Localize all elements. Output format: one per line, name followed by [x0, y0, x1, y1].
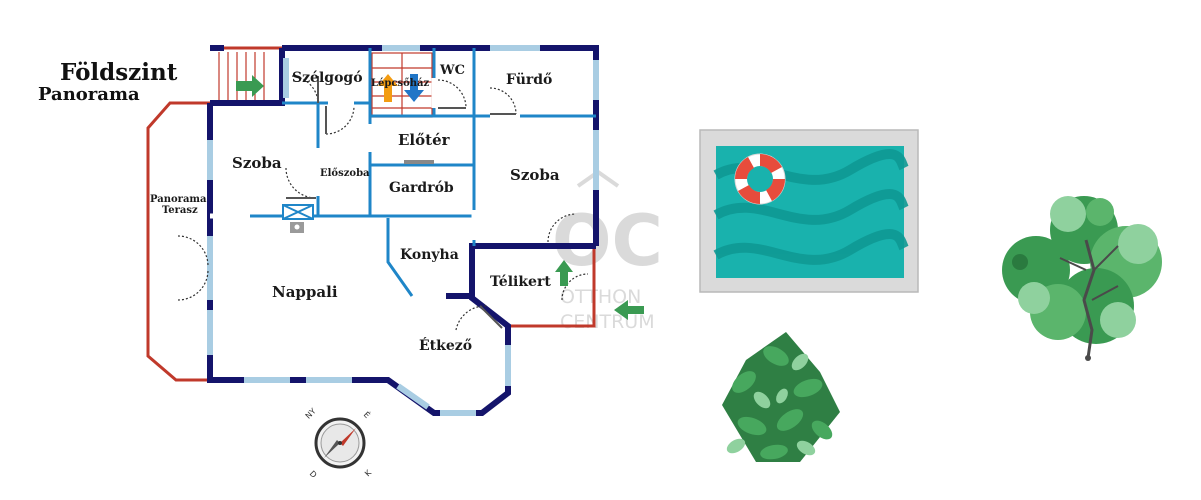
compass-ny: NY: [304, 407, 318, 421]
arrow-up-green-icon: [555, 260, 573, 286]
room-gardrob: Gardrób: [389, 180, 454, 196]
room-telikert: Télikert: [490, 274, 551, 290]
room-konyha: Konyha: [400, 247, 459, 263]
lifebuoy-icon: [734, 153, 786, 205]
tree-icon-right: [1002, 196, 1162, 361]
watermark-centrum: CENTRUM: [560, 311, 655, 333]
tree-icon: [722, 332, 840, 462]
compass-k: K: [363, 468, 374, 479]
room-wc: WC: [439, 63, 465, 78]
room-szelgogo: Szélgogó: [292, 70, 363, 86]
room-panorama: Panorama: [150, 194, 207, 205]
watermark-logo: OC OTTHON CENTRUM: [552, 169, 663, 333]
watermark-otthon: OTTHON: [560, 286, 641, 308]
compass-e: É: [362, 409, 373, 420]
room-szoba-right: Szoba: [510, 166, 560, 184]
outer-walls: [207, 45, 599, 416]
door-gaps: [210, 78, 520, 240]
room-etkezo: Étkező: [419, 336, 472, 354]
windows: [207, 45, 599, 416]
arrow-right-icon: [236, 75, 264, 97]
room-szoba-left: Szoba: [232, 154, 282, 172]
doors: [177, 75, 589, 331]
entry-stairs: [218, 52, 265, 100]
room-eloter: Előtér: [398, 131, 451, 149]
pool-icon: [699, 129, 919, 293]
room-lepcsohaz: Lépcsőház: [371, 78, 430, 89]
watermark-oc: OC: [552, 200, 663, 282]
room-furdo: Fürdő: [506, 72, 552, 88]
room-eloszoba: Előszoba: [320, 168, 370, 179]
room-nappali: Nappali: [272, 283, 338, 301]
fireplace-icon: [282, 204, 314, 233]
plan-title: Földszint: [60, 59, 178, 86]
room-terasz: Terasz: [162, 205, 198, 216]
arrow-up-icon: [378, 74, 398, 102]
compass-icon: NY É D K: [304, 407, 374, 480]
arrow-left-icon: [614, 300, 644, 320]
plan-subtitle: Panorama: [38, 84, 140, 105]
compass-d: D: [308, 469, 319, 480]
arrow-down-icon: [404, 74, 424, 102]
